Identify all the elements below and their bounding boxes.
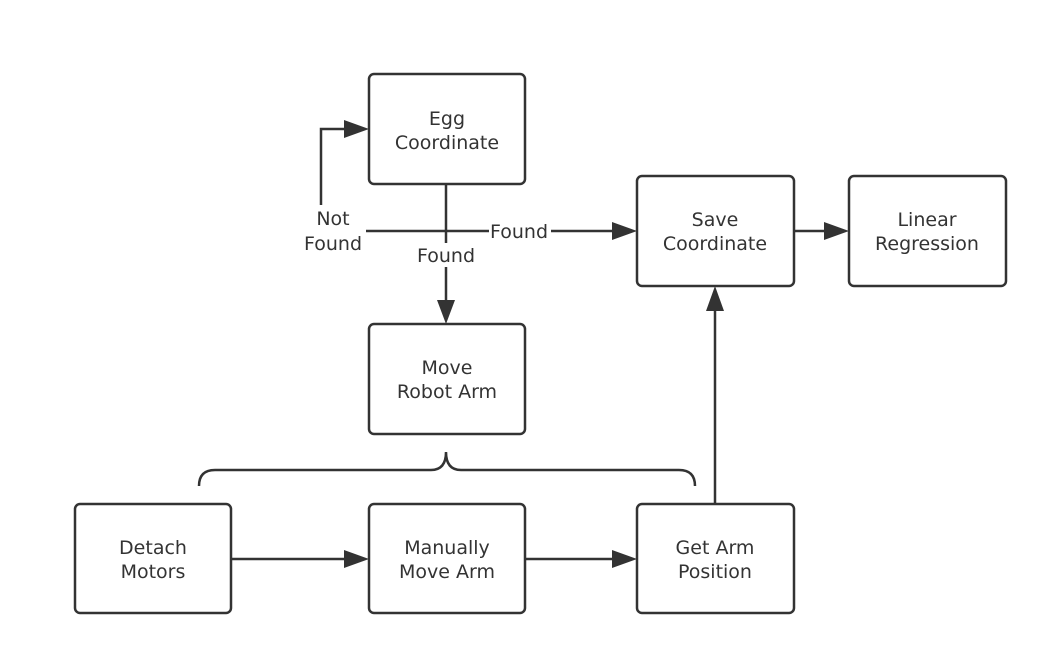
- detach-motors-label-line2: Motors: [121, 561, 186, 583]
- group-brace: [197, 451, 697, 487]
- found-horizontal-label-group: Found: [489, 220, 551, 243]
- save-coordinate-node: Save Coordinate: [635, 174, 796, 288]
- move-robot-arm-label-line1: Move: [422, 357, 473, 379]
- arrow-to-manually-move-arm: [344, 550, 369, 568]
- not-found-label-line2: Found: [304, 233, 362, 255]
- manually-move-arm-node: Manually Move Arm: [367, 502, 527, 615]
- manually-move-arm-label-line2: Move Arm: [399, 561, 495, 583]
- arrow-to-linear-regression: [824, 222, 849, 240]
- arrow-to-move-robot-arm: [437, 300, 455, 324]
- detach-motors-label-line1: Detach: [119, 537, 187, 559]
- not-found-label: Not Found: [304, 208, 362, 255]
- found-horizontal-label-bg: [489, 220, 551, 242]
- arrow-to-save-coordinate: [612, 222, 637, 240]
- arrow-to-egg-coordinate: [344, 120, 369, 138]
- not-found-label-line1: Not: [316, 208, 349, 230]
- save-coordinate-label-line2: Coordinate: [663, 233, 767, 255]
- egg-coordinate-node: Egg Coordinate: [367, 72, 527, 186]
- found-vertical-label: Found: [417, 245, 475, 267]
- found-horizontal-label: Found: [490, 221, 548, 243]
- egg-coordinate-label-line1: Egg: [429, 108, 465, 130]
- get-arm-position-node: Get Arm Position: [635, 502, 796, 615]
- found-vertical-label-bg: [414, 243, 478, 267]
- get-arm-position-label-line2: Position: [678, 561, 752, 583]
- get-arm-position-label-line1: Get Arm: [676, 537, 755, 559]
- found-vertical-label-group: Found: [414, 243, 478, 267]
- linear-regression-node: Linear Regression: [847, 174, 1008, 288]
- arrow-up-to-save-coordinate: [706, 286, 724, 311]
- move-robot-arm-node: Move Robot Arm: [367, 322, 527, 436]
- manually-move-arm-label-line1: Manually: [404, 537, 490, 559]
- egg-coordinate-label-line2: Coordinate: [395, 132, 499, 154]
- linear-regression-label-line1: Linear: [897, 209, 956, 231]
- arrow-to-get-arm-position: [612, 550, 637, 568]
- save-coordinate-label-line1: Save: [692, 209, 739, 231]
- not-found-loop-connector: [319, 127, 356, 205]
- linear-regression-label-line2: Regression: [875, 233, 979, 255]
- move-robot-arm-label-line2: Robot Arm: [397, 381, 497, 403]
- detach-motors-node: Detach Motors: [73, 502, 233, 615]
